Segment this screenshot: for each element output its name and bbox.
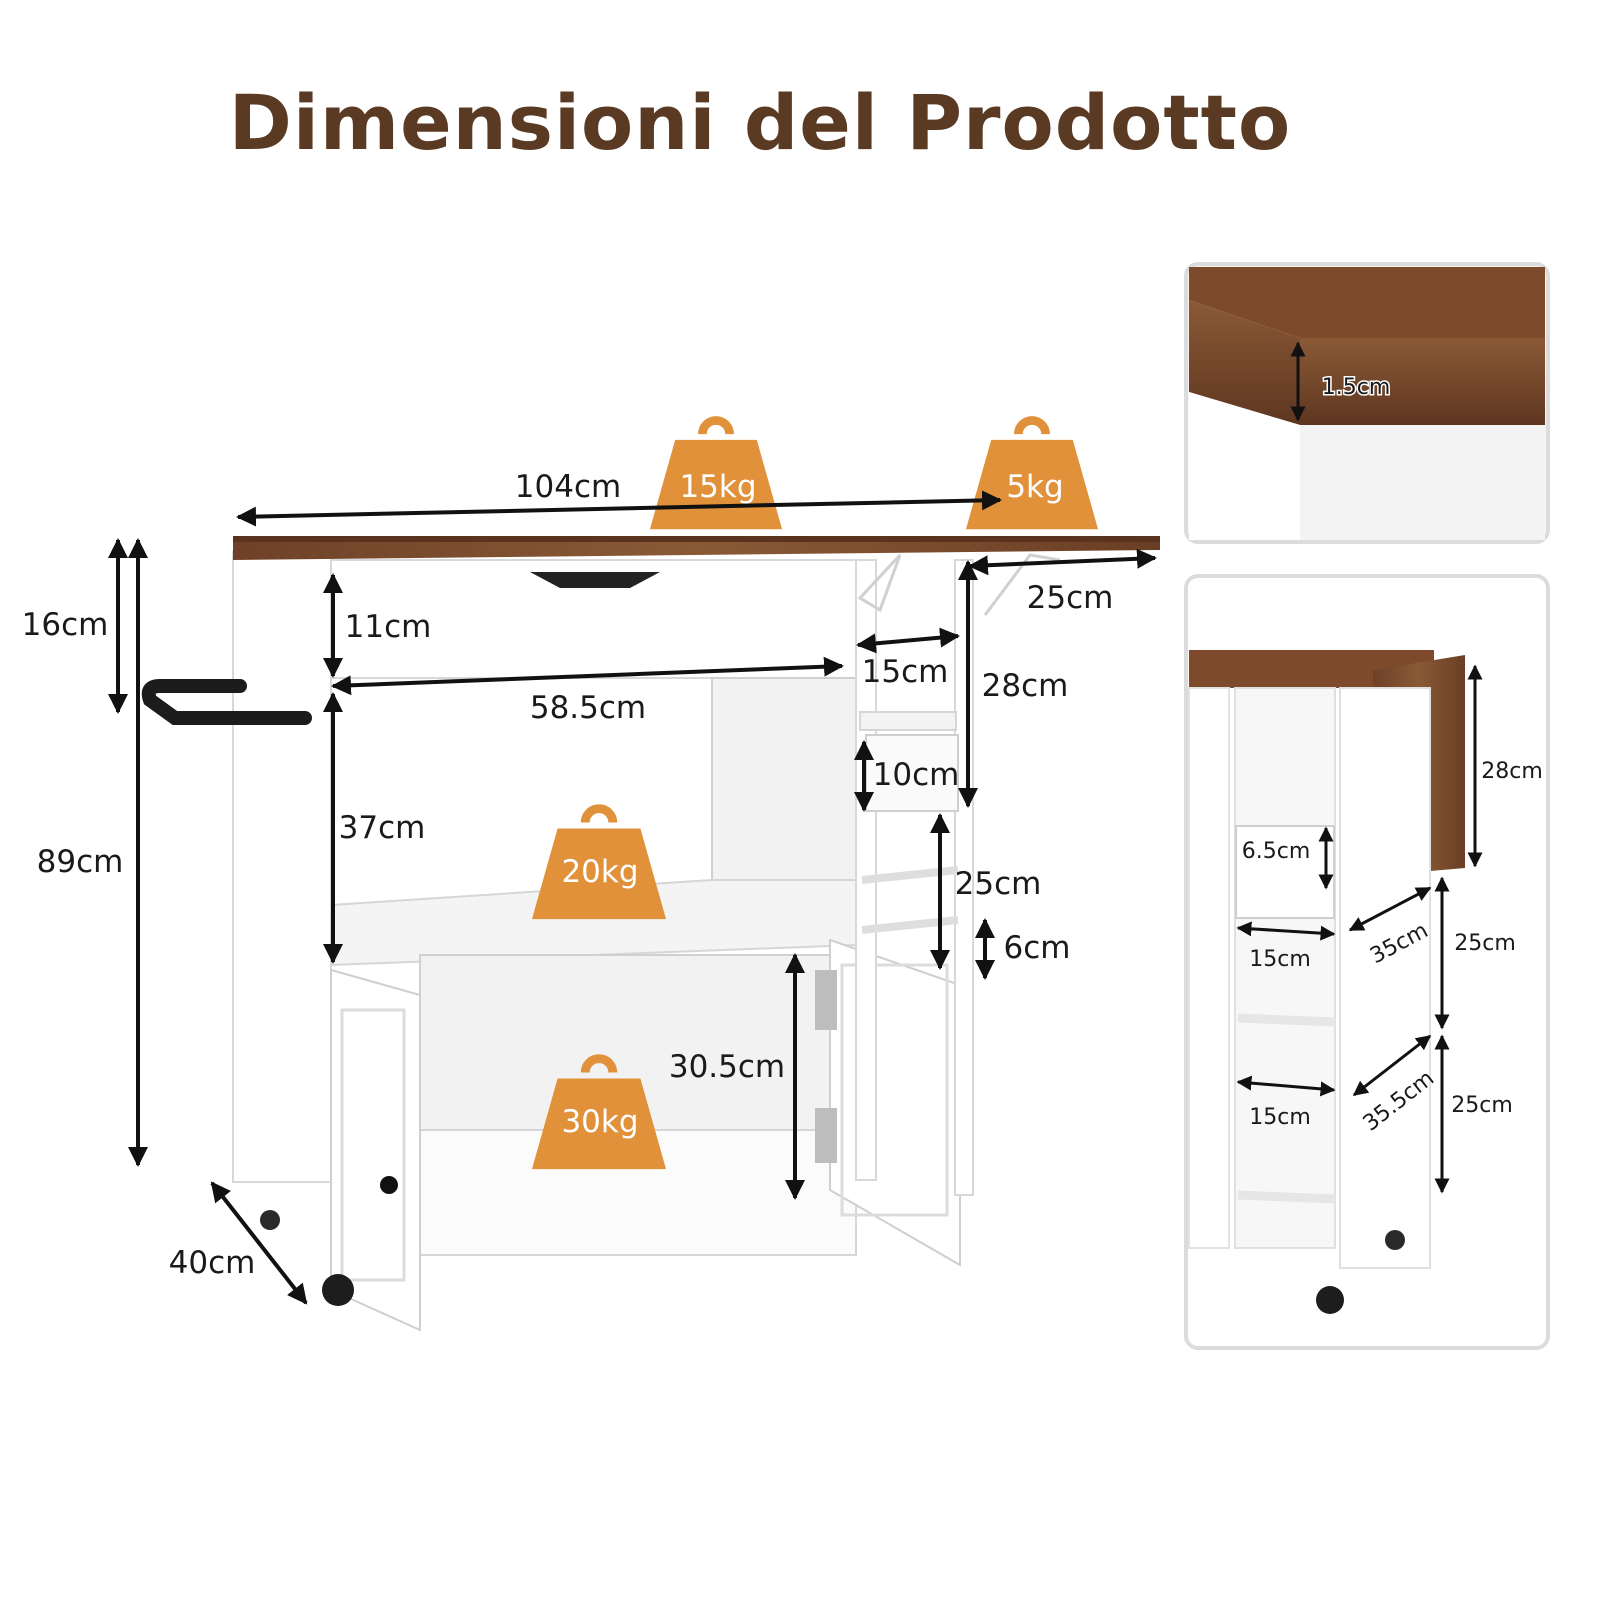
- wheel-back: [260, 1210, 280, 1230]
- thickness-label: 1.5cm: [1322, 375, 1391, 400]
- depth-arrow: [210, 1181, 308, 1305]
- weight-badge-cabinet: 30kg: [532, 1059, 666, 1169]
- detail-top-panel: 1.5cm: [1184, 262, 1550, 544]
- weight-shelf-label: 20kg: [561, 854, 638, 890]
- width-label: 104cm: [515, 469, 621, 505]
- weight-top-label: 15kg: [679, 469, 756, 505]
- side-rack-height-upper-label: 25cm: [1454, 931, 1516, 956]
- side-rack-depth-upper-arrow: [1348, 886, 1432, 932]
- rack-gap-label: 6cm: [1004, 930, 1071, 966]
- basket-height-label: 10cm: [873, 757, 960, 793]
- rack-width-label: 15cm: [862, 654, 949, 690]
- side-basket-height-label: 6.5cm: [1242, 839, 1311, 864]
- middle-divider: [711, 677, 857, 889]
- open-height-label: 37cm: [339, 810, 426, 846]
- drawer-area-label: 16cm: [22, 607, 109, 643]
- side-rack-width-lower-label: 15cm: [1249, 1105, 1311, 1130]
- side-rack-inner: [1234, 687, 1336, 1249]
- side-wheel-front: [1316, 1286, 1344, 1314]
- inner-width-label: 58.5cm: [530, 690, 646, 726]
- page-title: Dimensioni del Prodotto: [228, 78, 1292, 167]
- side-leaf-drop-label: 28cm: [1481, 759, 1543, 784]
- main-dimension-lines: [108, 490, 1157, 1305]
- leaf-drop-label: 28cm: [982, 668, 1069, 704]
- worktop-corner-front: [1300, 338, 1545, 425]
- left-door: [330, 968, 421, 1332]
- rack-basket: [865, 734, 959, 812]
- towel-bar: [141, 679, 312, 725]
- side-rack-height-lower-label: 25cm: [1451, 1093, 1513, 1118]
- carcass-front: [1300, 425, 1545, 540]
- leaf-width-label: 25cm: [1027, 580, 1114, 616]
- hinge-lower: [815, 1108, 837, 1163]
- side-rack-outer: [1339, 687, 1431, 1269]
- worktop-edge: [233, 536, 1160, 542]
- inner-width-arrow: [331, 656, 844, 696]
- weight-badge-leaf: 5kg: [966, 420, 1098, 529]
- weight-leaf-label: 5kg: [1006, 469, 1063, 505]
- rack-width-arrow: [856, 627, 960, 654]
- height-label: 89cm: [37, 844, 124, 880]
- side-basket-width-label: 15cm: [1249, 947, 1311, 972]
- cabinet-height-label: 30.5cm: [669, 1049, 785, 1085]
- cart-left-panel: [232, 551, 332, 1183]
- depth-label: 40cm: [169, 1245, 256, 1281]
- left-door-knob: [380, 1176, 398, 1194]
- worktop-corner-left: [1189, 300, 1300, 425]
- side-rack-depth-lower-arrow: [1352, 1034, 1432, 1097]
- drawer-height-label: 11cm: [345, 609, 432, 645]
- detail-side-panel: 28cm 6.5cm 15cm 35cm 25cm 15cm 35.5cm 25…: [1184, 574, 1550, 1350]
- right-door-panel: [840, 963, 949, 1217]
- rack-front-post: [855, 559, 877, 1181]
- drawer-handle: [530, 572, 660, 588]
- rack-lower-label: 25cm: [955, 866, 1042, 902]
- side-rail-2: [1237, 1190, 1336, 1204]
- carcass-left: [1189, 392, 1300, 540]
- weight-cabinet-label: 30kg: [561, 1104, 638, 1140]
- main-dimension-labels: 104cm 16cm 11cm 89cm 25cm 15cm 28cm 58.5…: [22, 469, 1114, 1281]
- hinge-upper: [815, 970, 837, 1030]
- rack-basket-rim: [859, 711, 957, 731]
- side-cabinet-edge: [1188, 687, 1230, 1249]
- cabinet-floor: [419, 1129, 857, 1256]
- worktop: [233, 537, 1160, 560]
- side-basket-width-arrow: [1236, 921, 1336, 941]
- worktop-surface: [1189, 267, 1545, 338]
- leaf-bracket-left: [857, 553, 902, 613]
- width-arrow: [236, 490, 1002, 527]
- side-wheel-back: [1385, 1230, 1405, 1250]
- side-rack-width-lower-arrow: [1236, 1075, 1336, 1097]
- weight-badge-shelf: 20kg: [532, 809, 666, 919]
- left-door-panel: [340, 1008, 406, 1282]
- side-rail-1: [1237, 1013, 1336, 1027]
- wheel-front: [322, 1274, 354, 1306]
- leaf-width-arrow: [968, 548, 1157, 576]
- side-basket: [1235, 825, 1335, 919]
- weight-badge-top: 15kg: [650, 420, 782, 529]
